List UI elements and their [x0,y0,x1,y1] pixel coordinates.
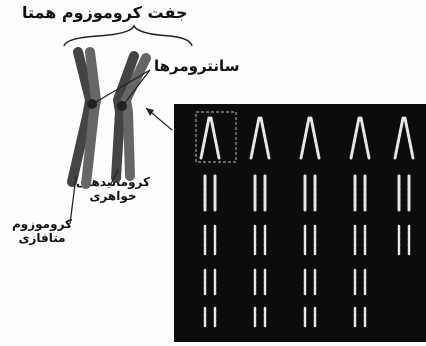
karyotype-chromatid [201,118,209,158]
karyotype-chromatid [361,118,369,158]
karyotype-grid [201,118,413,326]
karyotype-chromatid [351,118,359,158]
karyotype-chromatid [405,118,413,158]
karyotype-chromatid [311,118,319,158]
karyotype-chromatid [211,118,219,158]
karyotype-chromatid [395,118,403,158]
karyotype-chromatid [301,118,309,158]
left-homolog [72,52,97,184]
homolog-bracket [64,26,192,46]
karyotype-image [174,104,426,342]
karyotype-arrow-head [146,108,154,116]
karyotype-chromatid [261,118,269,158]
karyotype-chromosomes [174,104,426,342]
right-homolog [116,56,146,178]
karyotype-chromatid [251,118,259,158]
left-centromere [87,99,97,109]
